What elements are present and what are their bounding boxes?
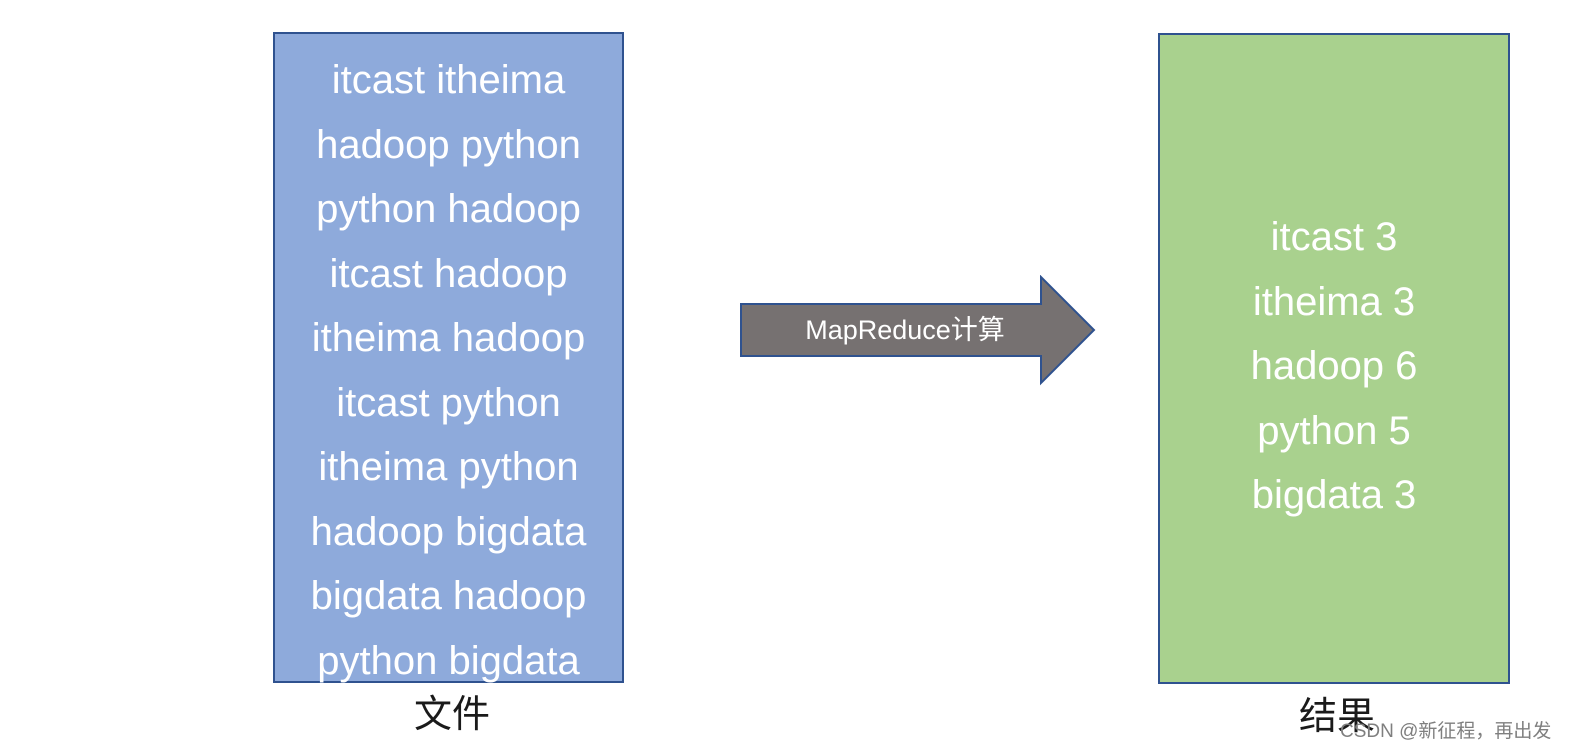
file-line: hadoop bigdata <box>310 509 587 554</box>
result-caption: 结果 <box>1299 694 1376 738</box>
result-box: itcast 3 itheima 3 hadoop 6 python 5 big… <box>1158 33 1510 684</box>
file-line: itcast hadoop <box>329 251 568 296</box>
result-line: itheima 3 <box>1252 279 1416 324</box>
file-line: python bigdata <box>317 638 580 683</box>
arrow-shape <box>740 275 1096 386</box>
file-caption: 文件 <box>414 692 491 736</box>
file-line: itcast python <box>336 380 561 425</box>
file-line: python hadoop <box>316 187 581 231</box>
result-line: bigdata 3 <box>1251 473 1417 517</box>
result-line: hadoop 6 <box>1250 344 1418 388</box>
file-line: hadoop python <box>316 122 581 167</box>
result-line: itcast 3 <box>1270 215 1398 259</box>
file-line: itheima hadoop <box>311 316 586 360</box>
file-line: itcast itheima <box>331 58 566 102</box>
file-line: bigdata hadoop <box>310 574 587 618</box>
mapreduce-arrow: MapReduce计算 <box>740 275 1098 387</box>
watermark: CSDN @新征程，再出发 <box>1340 721 1552 742</box>
input-file-box: itcast itheima hadoop python python hado… <box>273 32 624 683</box>
result-line: python 5 <box>1257 408 1411 453</box>
file-line: itheima python <box>318 445 579 489</box>
arrow-label: MapReduce计算 <box>805 315 1005 345</box>
